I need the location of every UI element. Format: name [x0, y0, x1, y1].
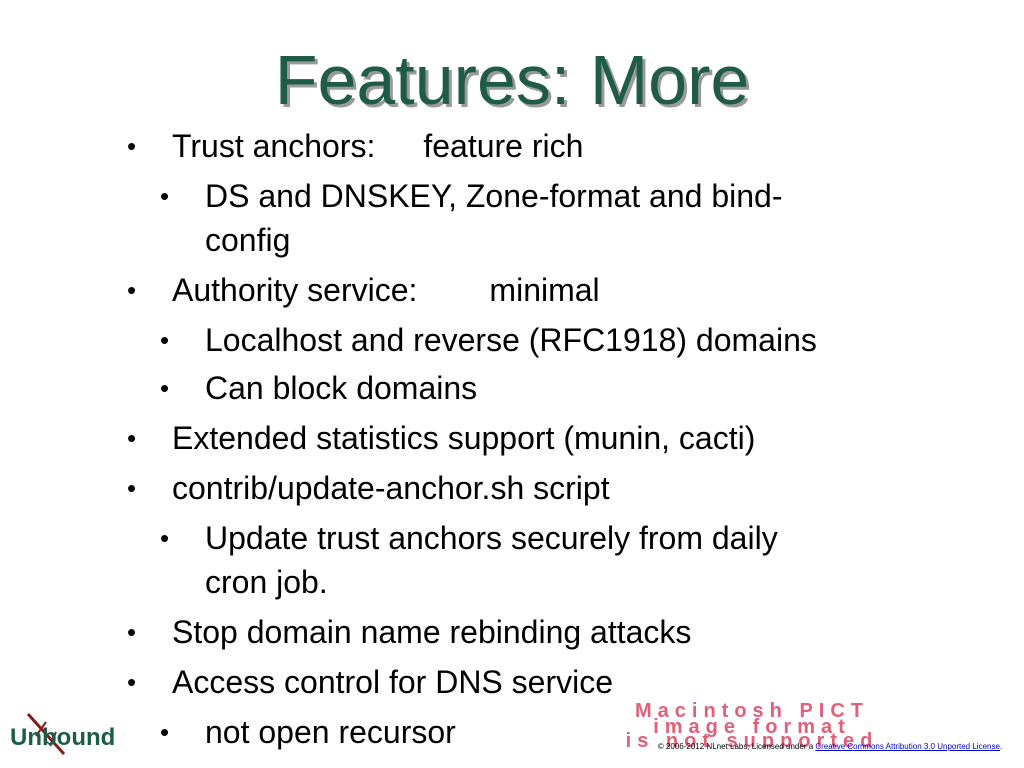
bullet-item: Stop domain name rebinding attacks [172, 614, 692, 650]
sub-bullet-continuation: cron job. [205, 564, 328, 600]
sub-bullet-item: DS and DNSKEY, Zone-format and bind- [205, 178, 783, 214]
bullet-dot: • [127, 131, 137, 161]
bullet-item: Trust anchors:feature rich [172, 128, 584, 164]
sub-bullet-item: not open recursor [205, 714, 456, 750]
sub-bullet-item: Localhost and reverse (RFC1918) domains [205, 322, 817, 358]
bullet-dot: • [127, 275, 137, 305]
copyright-footer: © 2006-2012 NLnet Labs, Licensed under a… [657, 742, 1003, 751]
pict-line: Macintosh PICT [635, 700, 869, 722]
bullet-item: Access control for DNS service [172, 664, 614, 700]
sub-bullet-item: Update trust anchors securely from daily [205, 520, 778, 556]
bullet-dot: • [127, 667, 137, 697]
logo-text: Unbound [10, 724, 116, 751]
sub-bullet-dot: • [160, 181, 170, 211]
sub-bullet-dot: • [160, 523, 170, 553]
sub-bullet-continuation: config [205, 222, 291, 258]
bullet-dot: • [127, 617, 137, 647]
bullet-dot: • [127, 423, 137, 453]
unsupported-image-placeholder: Macintosh PICT image format is not suppo… [626, 700, 879, 748]
unbound-logo: Unbound [6, 710, 116, 760]
bullet-dot: • [127, 473, 137, 503]
pict-line: image format [653, 716, 851, 738]
pict-line: is not supported [626, 730, 879, 748]
bullet-item: Authority service:minimal [172, 272, 600, 308]
license-link[interactable]: Creative Commons Attribution 3.0 Unporte… [815, 742, 1000, 751]
sub-bullet-item: Can block domains [205, 370, 478, 406]
slide-title: Features: More [274, 41, 750, 119]
bullet-item: Extended statistics support (munin, cact… [172, 420, 756, 456]
sub-bullet-dot: • [160, 373, 170, 403]
logo-swoosh-icon [26, 712, 66, 756]
bullet-item: contrib/update-anchor.sh script [172, 470, 610, 506]
sub-bullet-dot: • [160, 717, 170, 747]
sub-bullet-dot: • [160, 325, 170, 355]
